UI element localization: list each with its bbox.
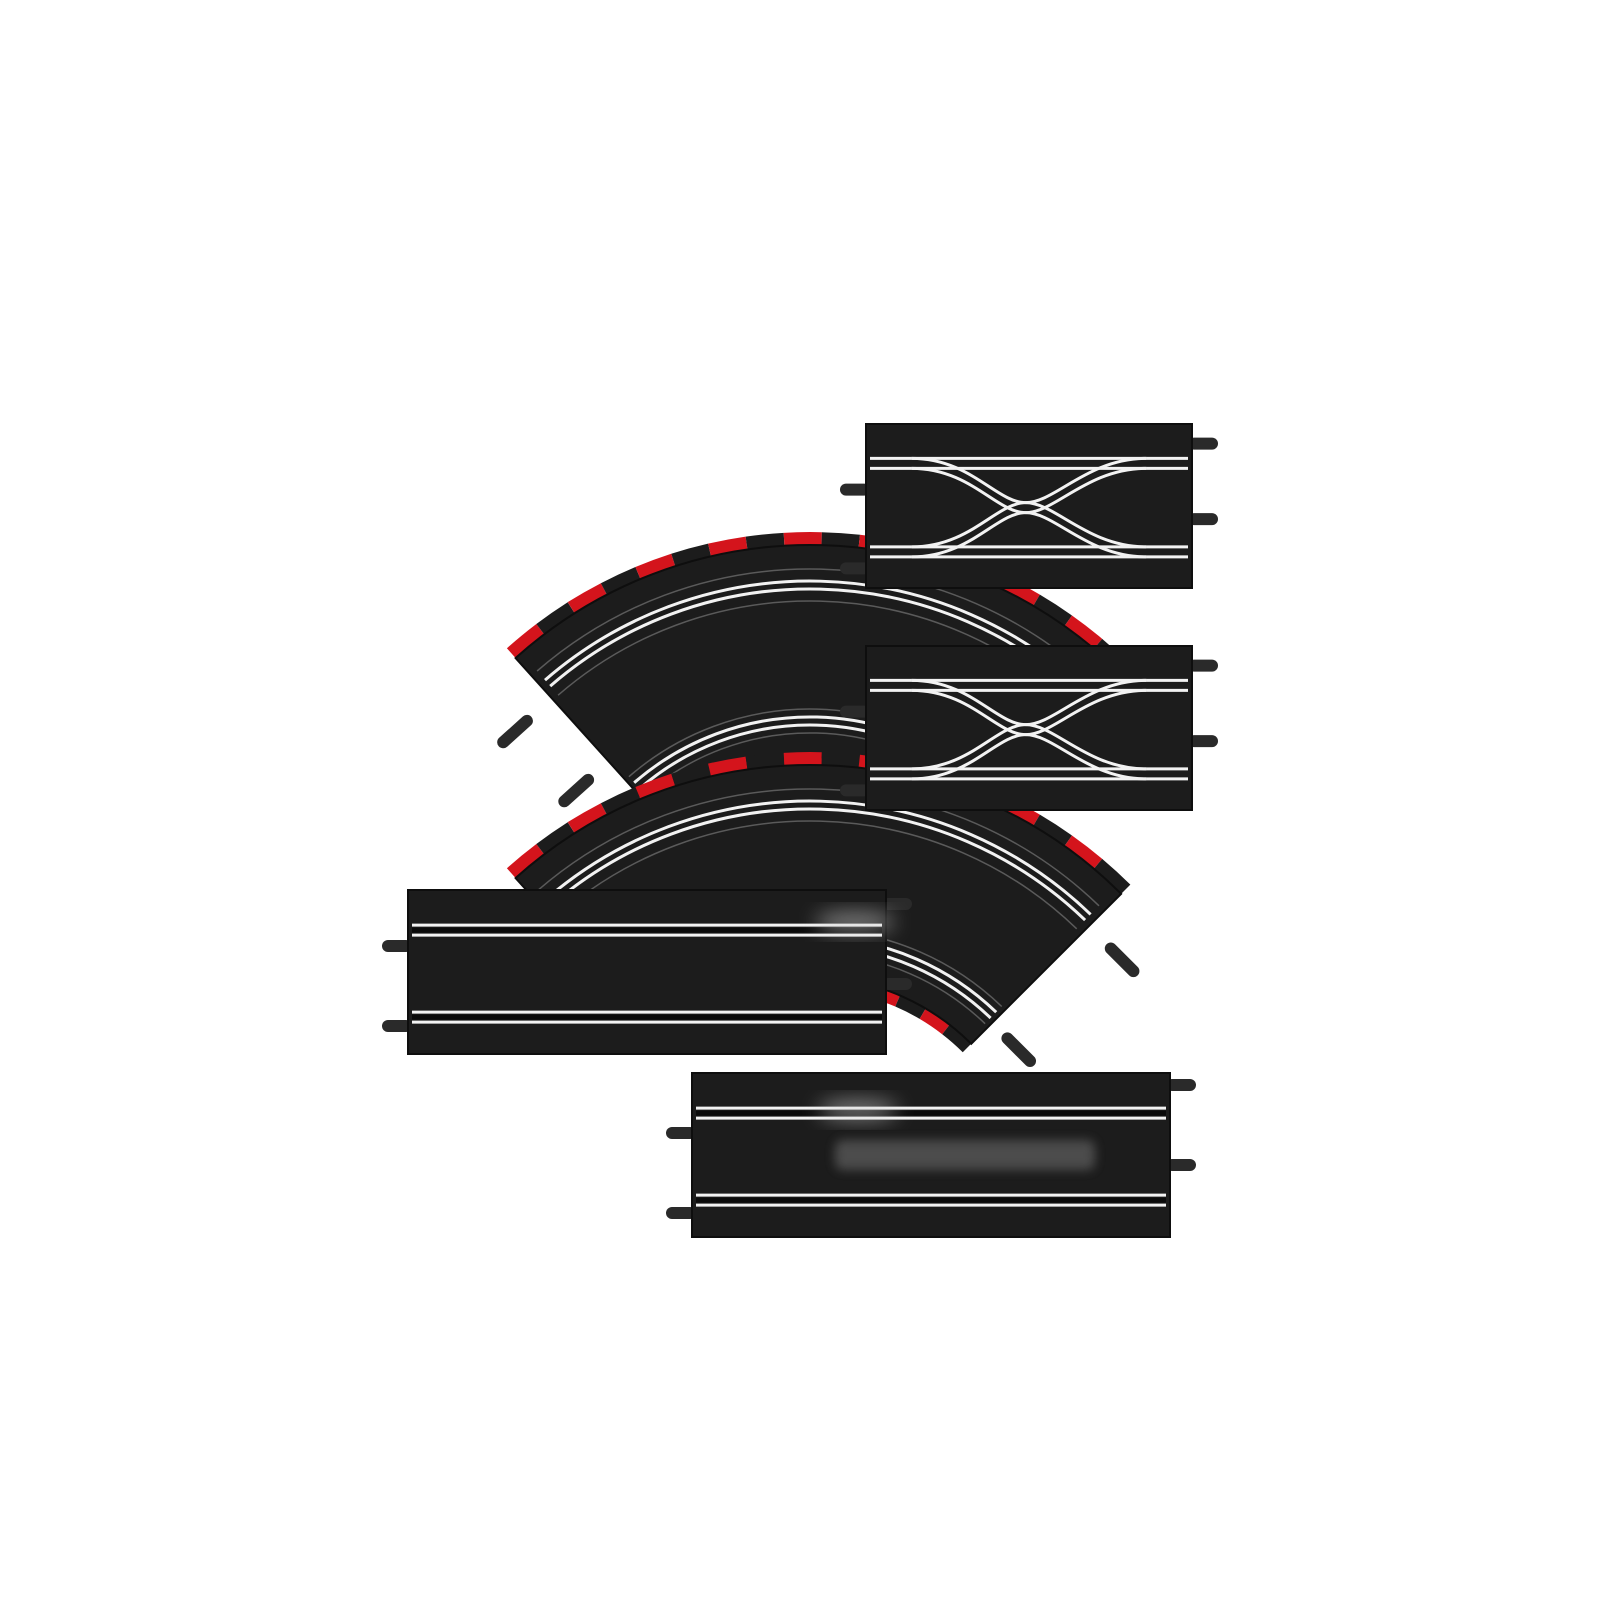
kerb-segment <box>635 553 677 584</box>
kerb-segment <box>942 1021 975 1053</box>
kerb-segment <box>600 786 643 820</box>
kerb-segment <box>783 752 822 771</box>
lane-rail <box>549 807 1087 922</box>
kerb-segment <box>671 763 713 791</box>
kerb-segment <box>1061 835 1103 873</box>
track-connector <box>666 1127 696 1139</box>
kerb-segment <box>745 752 785 775</box>
kerb-segment <box>783 532 822 551</box>
track-connector <box>382 940 412 952</box>
track-connector <box>1188 659 1218 672</box>
glare-highlight <box>815 912 895 932</box>
kerb-segment <box>821 752 860 773</box>
lane-rail <box>544 579 1092 696</box>
track-connector <box>840 705 870 718</box>
lane-rail <box>544 799 1092 916</box>
kerb-segment <box>745 532 785 555</box>
kerb-segment <box>600 566 643 600</box>
track-connector <box>882 978 912 990</box>
straight-track-piece-left <box>382 889 912 1055</box>
track-connector <box>1188 735 1218 748</box>
kerb-segment <box>919 1005 953 1035</box>
kerb-segment <box>536 822 578 859</box>
track-connector <box>840 483 870 496</box>
track-body <box>407 889 887 1055</box>
track-connector <box>497 714 533 749</box>
lane-groove-edge <box>536 568 1100 687</box>
lane-groove-edge <box>557 820 1078 930</box>
blurred-logo <box>835 1140 1095 1170</box>
kerb-segment <box>536 602 578 639</box>
track-body <box>865 645 1193 811</box>
kerb-segment <box>708 536 749 562</box>
kerb-segment <box>567 803 610 838</box>
lane-groove-edge <box>536 788 1100 907</box>
kerb-segment <box>1030 594 1073 631</box>
track-connector <box>1166 1159 1196 1171</box>
kerb-segment <box>506 624 548 662</box>
track-connector <box>1166 1079 1196 1091</box>
kerb-segment <box>708 756 749 782</box>
kerb-segment <box>895 991 928 1019</box>
track-connector <box>558 773 595 808</box>
kerb-segment <box>821 532 860 553</box>
glare-highlight <box>818 1100 898 1120</box>
track-body <box>865 423 1193 589</box>
track-connector <box>382 1020 412 1032</box>
track-connector <box>840 562 870 575</box>
kerb-segment <box>671 543 713 571</box>
kerb-segment <box>567 583 610 618</box>
track-connector <box>1188 513 1218 526</box>
track-connector <box>666 1207 696 1219</box>
kerb-segment <box>1030 814 1073 851</box>
track-connector <box>882 898 912 910</box>
kerb-segment <box>1090 858 1131 898</box>
lane-change-track-piece-top <box>840 423 1218 589</box>
track-connector <box>1188 437 1218 450</box>
kerb-segment <box>635 773 677 804</box>
straight-track-piece-right <box>666 1072 1196 1238</box>
track-connector <box>840 784 870 797</box>
kerb-segment <box>506 844 548 882</box>
track-connector <box>1001 1032 1037 1068</box>
lane-change-track-piece-bottom <box>840 645 1218 811</box>
track-connector <box>1104 942 1140 978</box>
